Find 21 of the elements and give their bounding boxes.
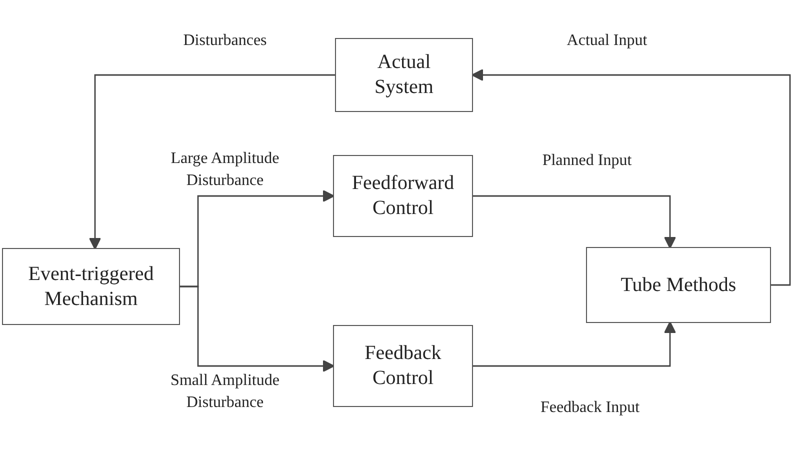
arrow xyxy=(473,195,676,249)
box-label: Tube Methods xyxy=(620,272,736,298)
process-box xyxy=(586,247,771,323)
edge-label: Large Amplitude Disturbance xyxy=(170,149,280,191)
arrow xyxy=(88,74,335,250)
box-label: Feedback Control xyxy=(364,341,442,391)
arrow xyxy=(471,68,791,286)
arrow xyxy=(473,321,676,367)
process-box xyxy=(2,248,180,325)
process-box xyxy=(333,155,473,237)
box-label: Feedforward Control xyxy=(350,171,456,221)
edge-label: Disturbances xyxy=(182,31,268,51)
process-box xyxy=(333,325,473,407)
process-box xyxy=(335,38,473,112)
edge-label: Feedback Input xyxy=(539,398,641,418)
edge-label: Planned Input xyxy=(541,151,633,171)
arrow xyxy=(180,286,335,372)
edge-label: Small Amplitude Disturbance xyxy=(170,371,280,413)
edge-label: Actual Input xyxy=(566,31,648,51)
box-label: Event-triggered Mechanism xyxy=(27,262,155,312)
box-label: Actual System xyxy=(374,50,434,100)
